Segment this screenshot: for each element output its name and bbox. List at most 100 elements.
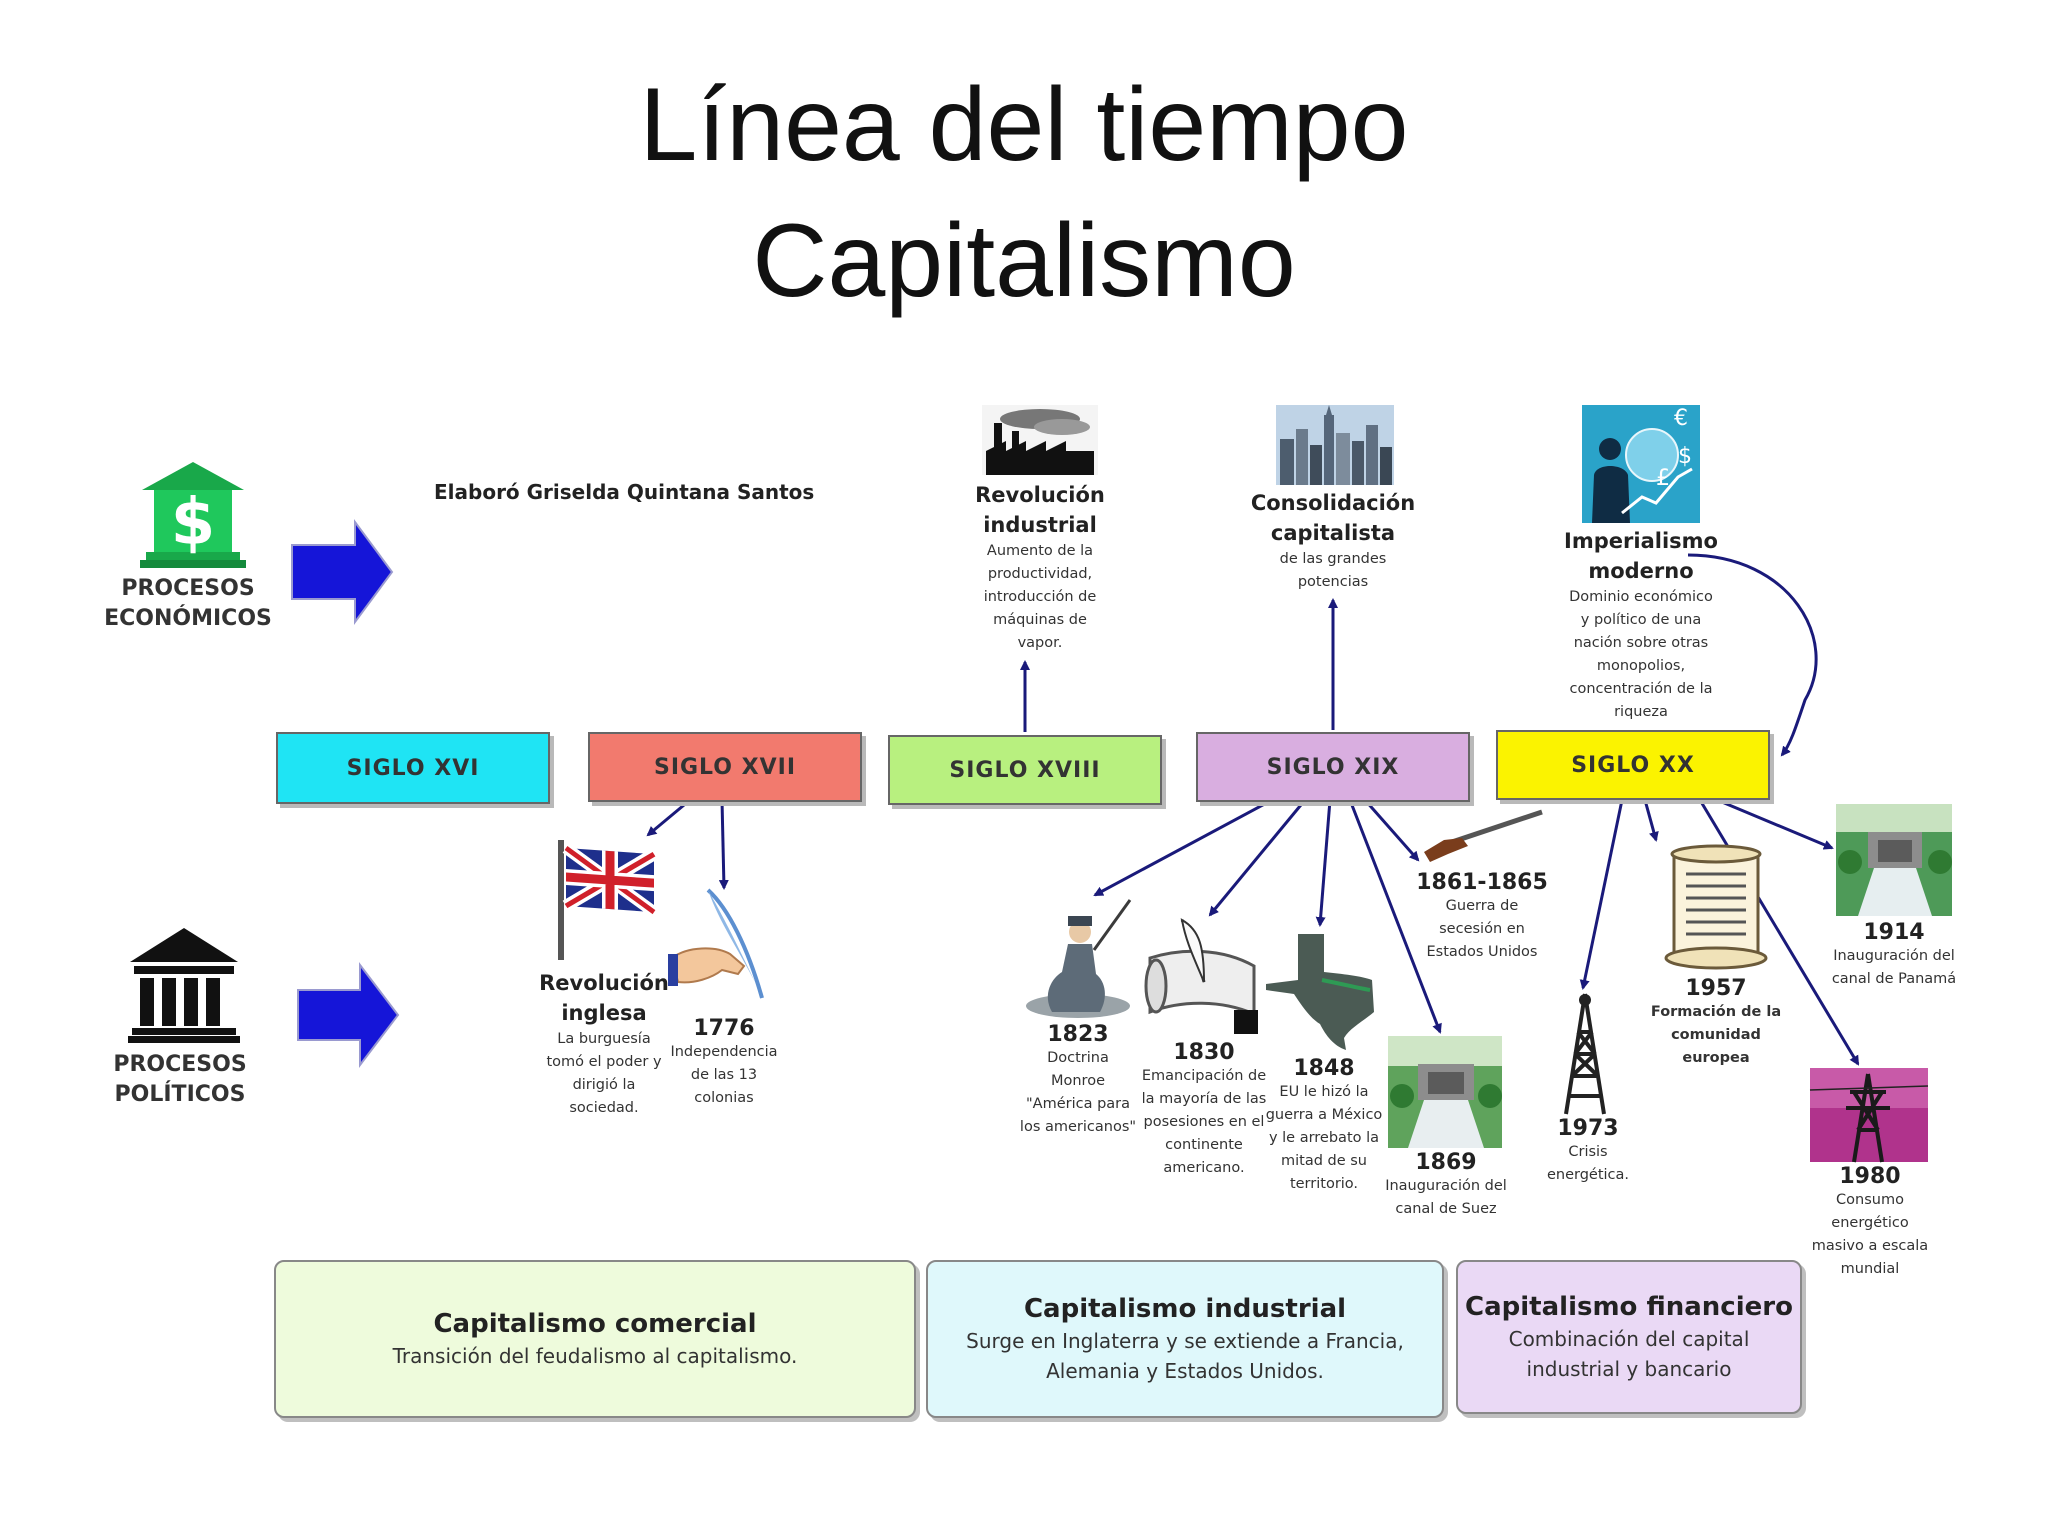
period-box-comercial: Capitalismo comercial Transición del feu… [274, 1260, 916, 1418]
event-title: capitalista [1243, 518, 1423, 548]
processes-economic-label: PROCESOS ECONÓMICOS [88, 574, 288, 634]
soldier-icon [1022, 894, 1134, 1020]
event-desc-line: Crisis [1518, 1141, 1658, 1164]
century-label: SIGLO XVI [347, 756, 480, 781]
event-desc-line: productividad, [950, 563, 1130, 586]
connector-xix-1823 [1095, 800, 1272, 895]
government-building-icon [128, 926, 240, 1044]
event-year: 1848 [1254, 1056, 1394, 1081]
event-desc-line: y político de una [1551, 609, 1731, 632]
texas-map-icon [1262, 932, 1378, 1052]
century-box-xx: SIGLO XX [1496, 730, 1770, 800]
event-desc-line: energético [1800, 1212, 1940, 1235]
event-desc-line: comunidad [1646, 1024, 1786, 1047]
event-desc-line: Dominio económico [1551, 586, 1731, 609]
processes-economic-line1: PROCESOS [88, 574, 288, 604]
event-desc-line: concentración de la [1551, 678, 1731, 701]
event-imperialismo-moderno: Imperialismo moderno Dominio económico y… [1551, 526, 1731, 724]
event-title: moderno [1551, 556, 1731, 586]
connector-xx-1914 [1710, 797, 1832, 848]
event-1980: 1980 Consumo energético masivo a escala … [1800, 1164, 1940, 1281]
event-desc-line: Aumento de la [950, 540, 1130, 563]
event-desc-line: introducción de [950, 586, 1130, 609]
event-desc-line: territorio. [1254, 1173, 1394, 1196]
event-desc-line: guerra a México [1254, 1104, 1394, 1127]
century-label: SIGLO XX [1571, 753, 1695, 778]
century-box-xvii: SIGLO XVII [588, 732, 862, 802]
event-consolidacion-capitalista: Consolidación capitalista de las grandes… [1243, 488, 1423, 594]
century-box-xvi: SIGLO XVI [276, 732, 550, 804]
event-year: 1980 [1800, 1164, 1940, 1189]
factory-icon [982, 405, 1098, 475]
city-skyline-icon [1276, 405, 1394, 485]
event-desc-line: potencias [1243, 571, 1423, 594]
event-1776: 1776 Independencia de las 13 colonias [654, 1016, 794, 1110]
event-desc-line: y le arrebato la [1254, 1127, 1394, 1150]
event-desc-line: los americanos" [1008, 1116, 1148, 1139]
period-desc-line: industrial y bancario [1458, 1354, 1800, 1384]
event-year: 1776 [654, 1016, 794, 1041]
svg-text:€: € [1674, 406, 1688, 431]
century-label: SIGLO XVII [654, 755, 796, 780]
connector-xvii-revinglesa [648, 800, 690, 835]
period-title: Capitalismo financiero [1458, 1290, 1800, 1324]
event-1861-1865: 1861-1865 Guerra de secesión en Estados … [1412, 870, 1552, 964]
event-1957: 1957 Formación de la comunidad europea [1646, 976, 1786, 1070]
period-box-industrial: Capitalismo industrial Surge en Inglater… [926, 1260, 1444, 1418]
economic-arrow-icon [292, 522, 392, 622]
event-1869: 1869 Inauguración del canal de Suez [1376, 1150, 1516, 1221]
canal-icon [1836, 804, 1952, 916]
connector-xx-1973 [1583, 800, 1622, 988]
event-revolucion-industrial: Revolución industrial Aumento de la prod… [950, 480, 1130, 655]
century-box-xviii: SIGLO XVIII [888, 735, 1162, 805]
processes-economic-line2: ECONÓMICOS [88, 604, 288, 634]
globe-currency-icon: € $ £ [1582, 405, 1700, 523]
period-title: Capitalismo industrial [928, 1292, 1442, 1326]
event-1848: 1848 EU le hizó la guerra a México y le … [1254, 1056, 1394, 1196]
connector-xvii-1776 [722, 800, 724, 888]
power-tower-icon [1810, 1068, 1928, 1162]
political-arrow-icon [298, 965, 398, 1065]
event-desc-line: de las grandes [1243, 548, 1423, 571]
event-year: 1861-1865 [1412, 870, 1552, 895]
century-label: SIGLO XVIII [949, 758, 1100, 783]
event-desc-line: nación sobre otras [1551, 632, 1731, 655]
event-desc-line: de las 13 [654, 1064, 794, 1087]
century-label: SIGLO XIX [1267, 755, 1400, 780]
period-box-financiero: Capitalismo financiero Combinación del c… [1456, 1260, 1802, 1414]
event-title: Imperialismo [1551, 526, 1731, 556]
event-desc-line: Independencia [654, 1041, 794, 1064]
event-desc-line: máquinas de [950, 609, 1130, 632]
event-year: 1869 [1376, 1150, 1516, 1175]
event-desc-line: vapor. [950, 632, 1130, 655]
event-year: 1973 [1518, 1116, 1658, 1141]
event-title: Revolución [524, 968, 684, 998]
event-desc-line: Monroe [1008, 1070, 1148, 1093]
event-desc-line: masivo a escala [1800, 1235, 1940, 1258]
rifle-icon [1422, 808, 1544, 864]
processes-political-line2: POLÍTICOS [80, 1080, 280, 1110]
scroll-document-icon [1654, 844, 1776, 972]
period-desc-line: Surge en Inglaterra y se extiende a Fran… [928, 1326, 1442, 1356]
event-year: 1914 [1816, 920, 1972, 945]
svg-text:$: $ [1678, 444, 1692, 469]
period-desc-line: Combinación del capital [1458, 1324, 1800, 1354]
event-desc-line: EU le hizó la [1254, 1081, 1394, 1104]
century-box-xix: SIGLO XIX [1196, 732, 1470, 802]
connector-xix-1848 [1320, 800, 1330, 925]
event-1914: 1914 Inauguración del canal de Panamá [1816, 920, 1972, 991]
event-desc-line: Estados Unidos [1412, 941, 1552, 964]
event-year: 1957 [1646, 976, 1786, 1001]
event-desc-line: colonias [654, 1087, 794, 1110]
event-1823: 1823 Doctrina Monroe "América para los a… [1008, 1022, 1148, 1139]
svg-text:£: £ [1656, 466, 1670, 491]
oil-derrick-icon [1560, 992, 1610, 1116]
bank-dollar-icon: $ [138, 460, 248, 570]
svg-text:$: $ [171, 486, 216, 560]
event-title: industrial [950, 510, 1130, 540]
event-title: Revolución [950, 480, 1130, 510]
event-desc-line: canal de Suez [1376, 1198, 1516, 1221]
connector-xx-1957 [1645, 800, 1656, 840]
period-desc-line: Transición del feudalismo al capitalismo… [276, 1341, 914, 1371]
connector-xix-1861 [1365, 800, 1418, 860]
